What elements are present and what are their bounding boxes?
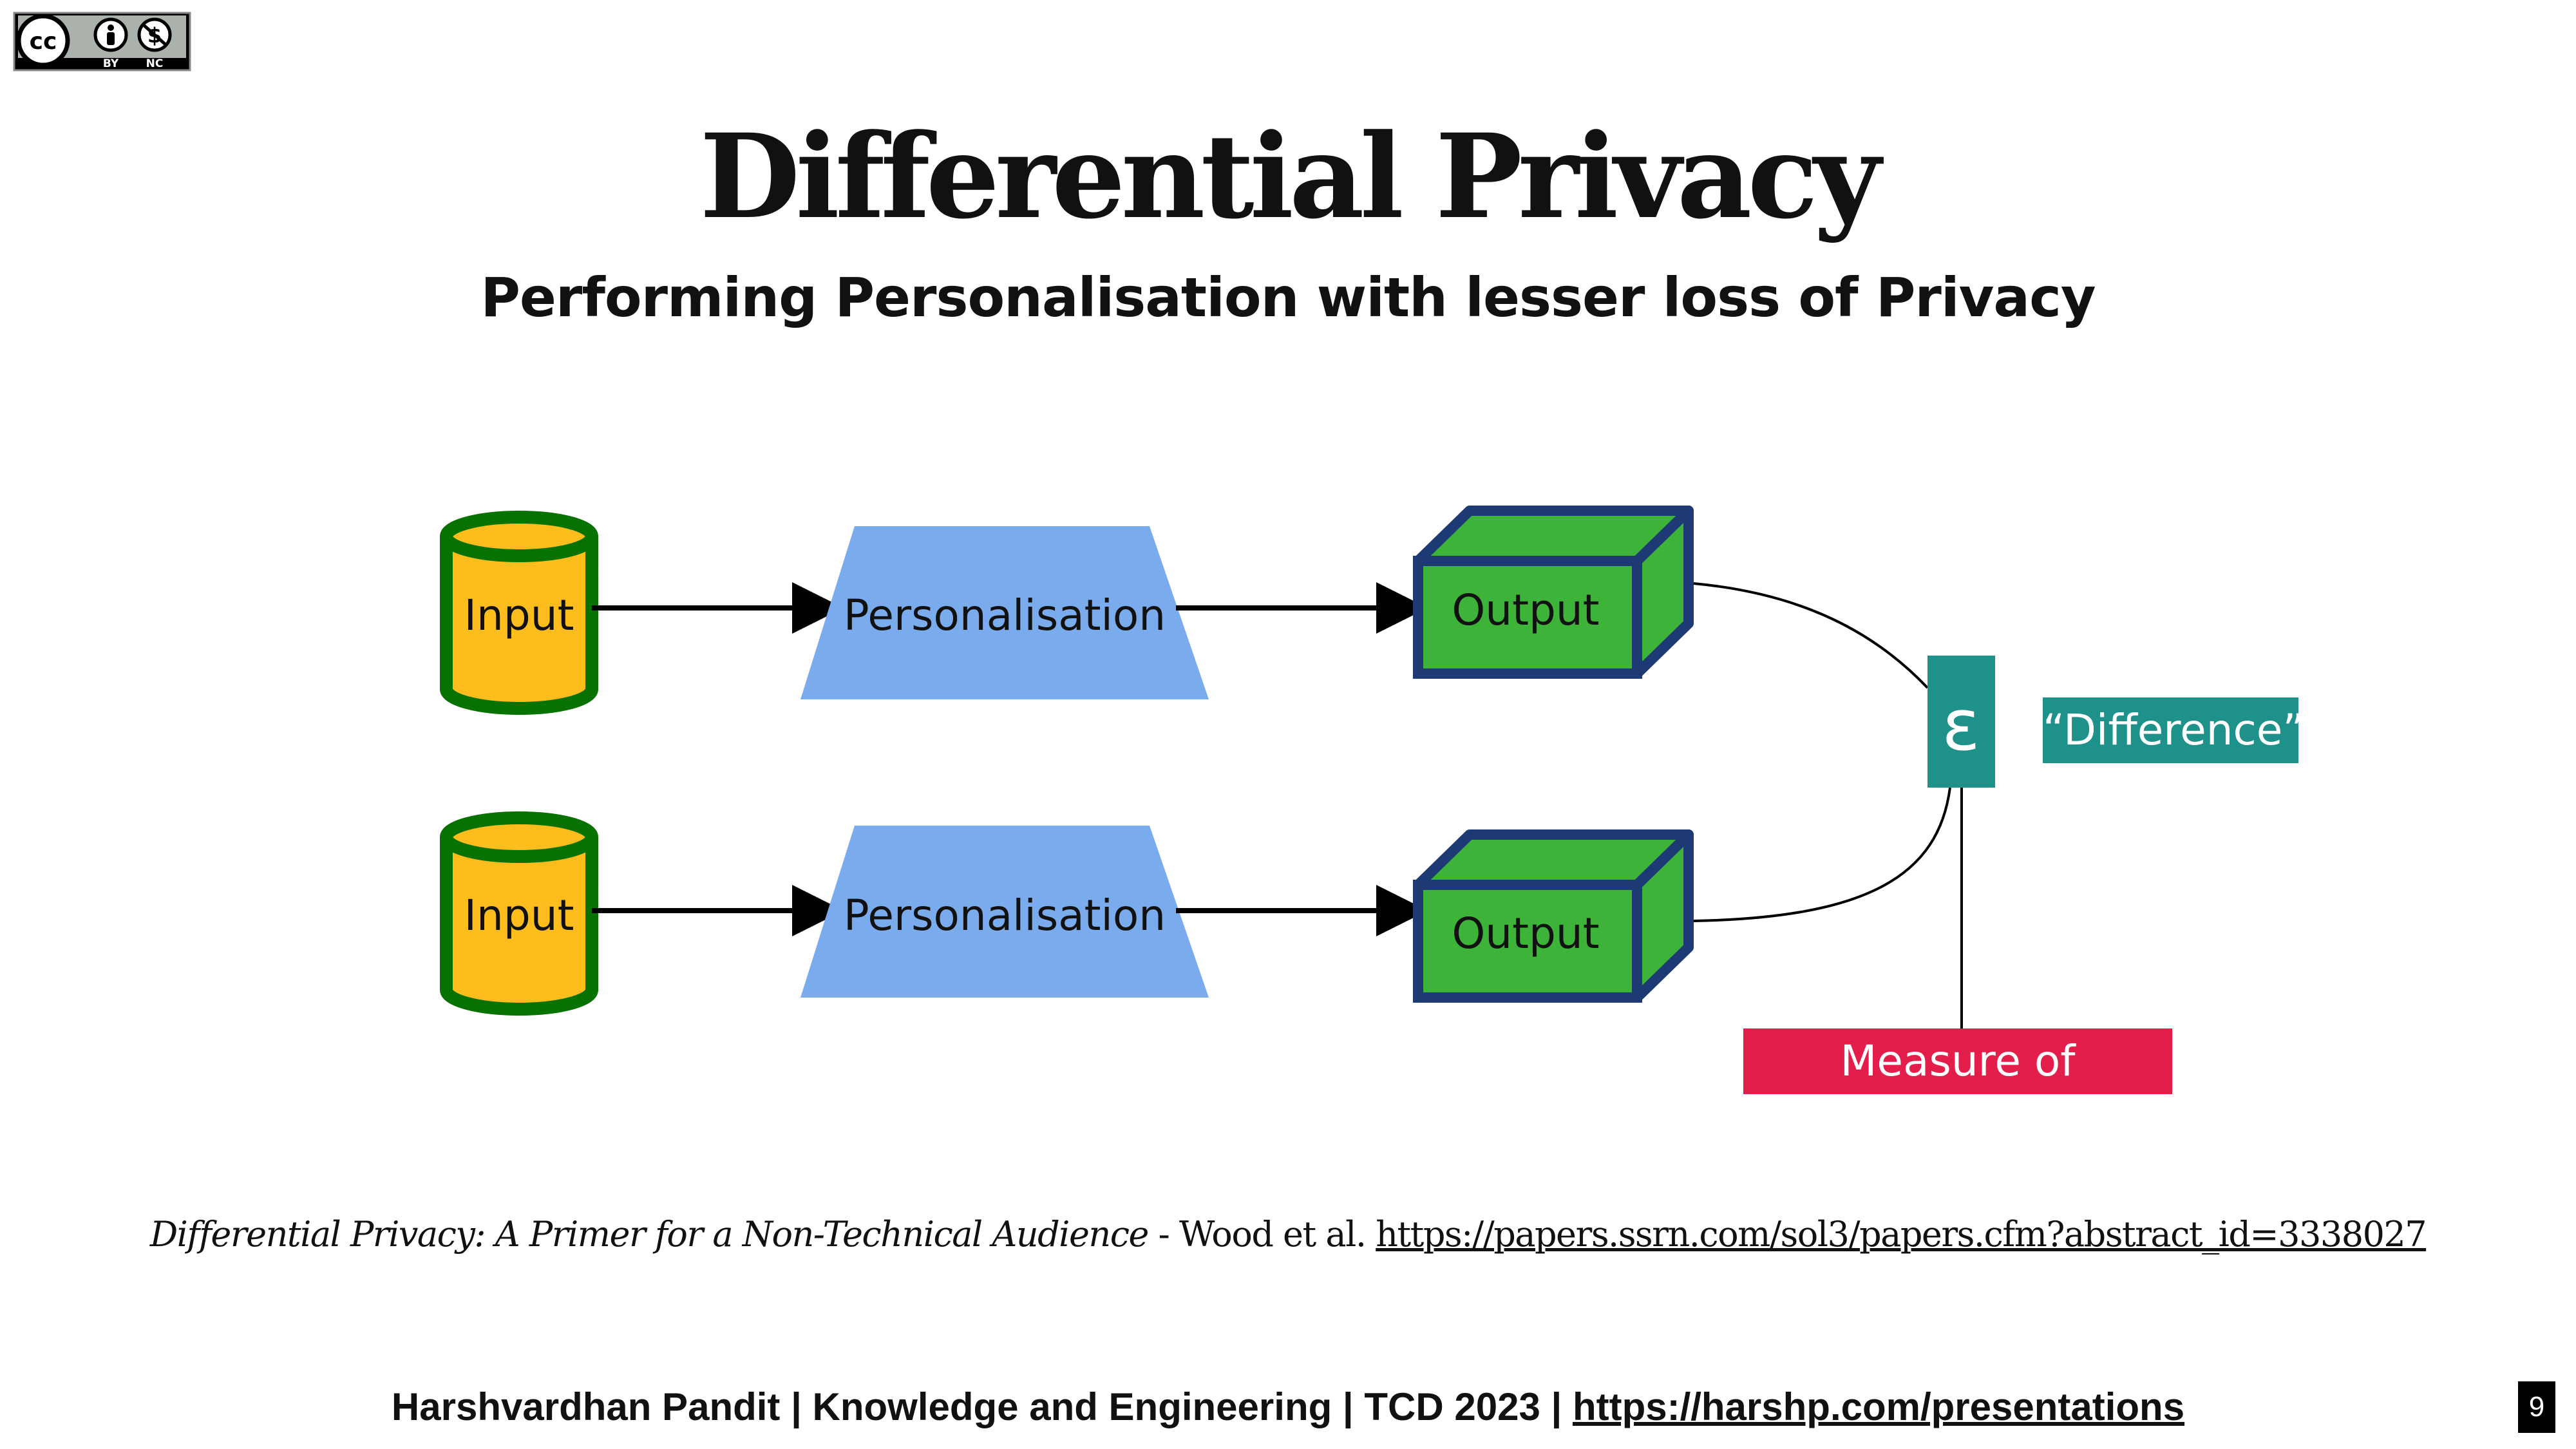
slide-title: Differential Privacy xyxy=(699,109,1880,245)
input-database-1: Input xyxy=(440,511,598,715)
personalisation-process-1: Personalisation xyxy=(800,526,1209,699)
cc-by-nc-license-badge: cc $ BY NC xyxy=(13,12,191,71)
footer-link[interactable]: https://harshp.com/presentations xyxy=(1572,1385,2185,1428)
cc-icon xyxy=(16,14,70,68)
by-label: BY xyxy=(103,57,119,70)
personalisation-process-2: Personalisation xyxy=(800,826,1209,998)
connector-output-2-to-epsilon xyxy=(1693,787,1951,922)
input-database-2: Input xyxy=(440,811,598,1016)
slide-subtitle: Performing Personalisation with lesser l… xyxy=(480,266,2096,329)
output-box-1: Output xyxy=(1413,506,1694,679)
footer-text: Harshvardhan Pandit | Knowledge and Engi… xyxy=(391,1385,1573,1428)
reference-link[interactable]: https://papers.ssrn.com/sol3/papers.cfm?… xyxy=(1376,1214,2427,1255)
output-label-2: Output xyxy=(1452,909,1599,958)
page-number: 9 xyxy=(2518,1381,2555,1433)
privacy-measure-label: Measure of “Privacy” xyxy=(1743,1028,2172,1151)
connector-output-1-to-epsilon xyxy=(1693,582,1929,689)
svg-text:cc: cc xyxy=(30,28,57,55)
output-box-2: Output xyxy=(1413,829,1694,1003)
personalisation-label-2: Personalisation xyxy=(844,891,1166,940)
reference-citation: Differential Privacy: A Primer for a Non… xyxy=(0,1214,2576,1255)
epsilon-symbol: ε xyxy=(1942,684,1980,766)
footer: Harshvardhan Pandit | Knowledge and Engi… xyxy=(0,1385,2576,1429)
nc-label: NC xyxy=(146,57,164,70)
reference-authors: - Wood et al. xyxy=(1148,1214,1376,1255)
input-label-2: Input xyxy=(464,891,574,940)
reference-title: Differential Privacy: A Primer for a Non… xyxy=(149,1214,1150,1255)
epsilon-node: ε xyxy=(1927,656,1995,788)
difference-label: “Difference” xyxy=(2043,697,2305,763)
input-label-1: Input xyxy=(464,591,574,640)
personalisation-label-1: Personalisation xyxy=(844,591,1166,640)
output-label-1: Output xyxy=(1452,585,1599,635)
